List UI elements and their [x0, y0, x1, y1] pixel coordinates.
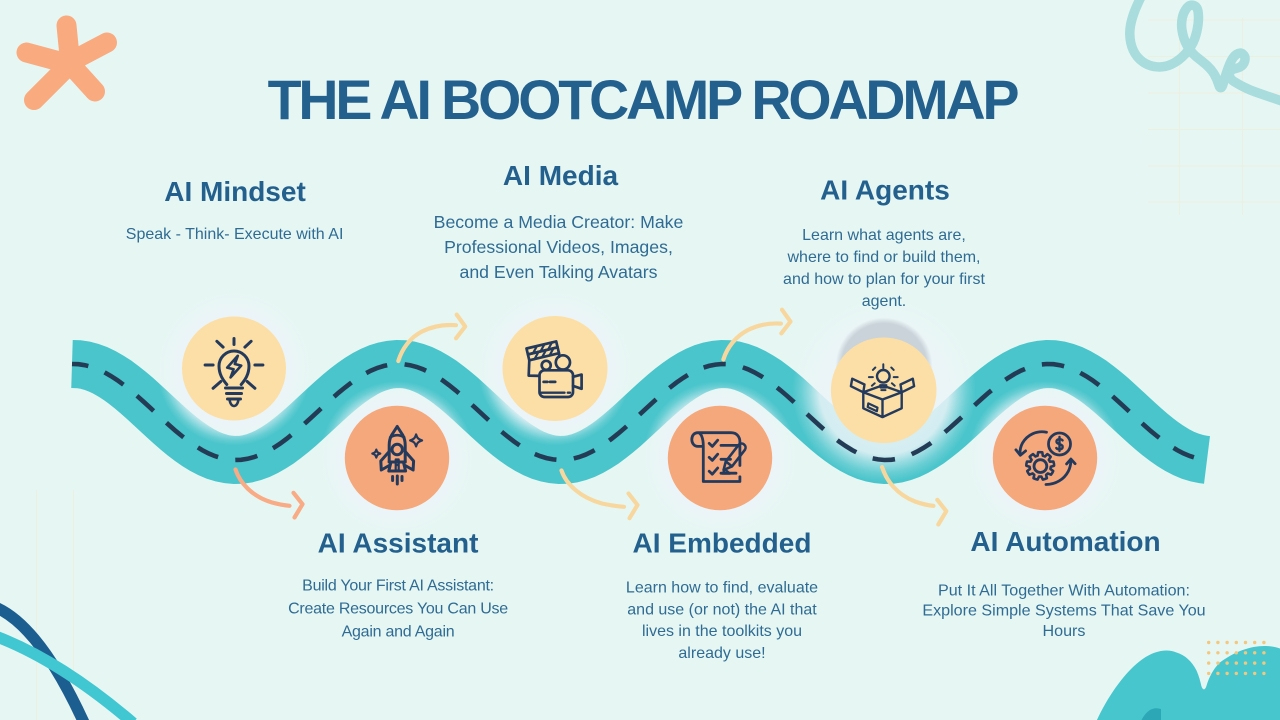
svg-text:AI Embedded: AI Embedded: [633, 527, 812, 558]
svg-text:Speak - Think- Execute with AI: Speak - Think- Execute with AI: [126, 226, 344, 243]
svg-text:Explore Simple Systems That Sa: Explore Simple Systems That Save You: [922, 602, 1205, 620]
svg-text:and use (or not) the AI that: and use (or not) the AI that: [627, 601, 817, 618]
svg-text:AI Automation: AI Automation: [970, 526, 1160, 557]
svg-text:AI Assistant: AI Assistant: [318, 528, 479, 559]
svg-text:agent.: agent.: [862, 293, 906, 310]
svg-text:Learn how to find, evaluate: Learn how to find, evaluate: [626, 580, 818, 597]
svg-text:and Even Talking Avatars: and Even Talking Avatars: [460, 262, 658, 282]
svg-text:Become a Media Creator: Make: Become a Media Creator: Make: [434, 212, 684, 232]
svg-text:Professional Videos, Images,: Professional Videos, Images,: [444, 237, 673, 257]
svg-text:Again and Again: Again and Again: [342, 624, 455, 641]
svg-text:AI Mindset: AI Mindset: [164, 176, 306, 207]
svg-text:lives in the toolkits you: lives in the toolkits you: [642, 623, 802, 640]
svg-text:where to find or build them,: where to find or build them,: [787, 249, 981, 266]
svg-text:Build Your First AI Assistant:: Build Your First AI Assistant:: [302, 577, 494, 594]
svg-text:Hours: Hours: [1043, 622, 1086, 640]
svg-text:and how to plan for your first: and how to plan for your first: [783, 271, 985, 288]
svg-text:Create Resources You Can Use: Create Resources You Can Use: [288, 601, 508, 618]
svg-text:AI Agents: AI Agents: [820, 175, 950, 206]
svg-text:already use!: already use!: [678, 645, 765, 662]
svg-text:Learn what agents are,: Learn what agents are,: [802, 227, 966, 244]
svg-text:THE AI BOOTCAMP ROADMAP: THE AI BOOTCAMP ROADMAP: [268, 69, 1019, 131]
svg-text:AI Media: AI Media: [503, 160, 619, 191]
svg-text:Put It All Together With Autom: Put It All Together With Automation:: [938, 581, 1190, 599]
